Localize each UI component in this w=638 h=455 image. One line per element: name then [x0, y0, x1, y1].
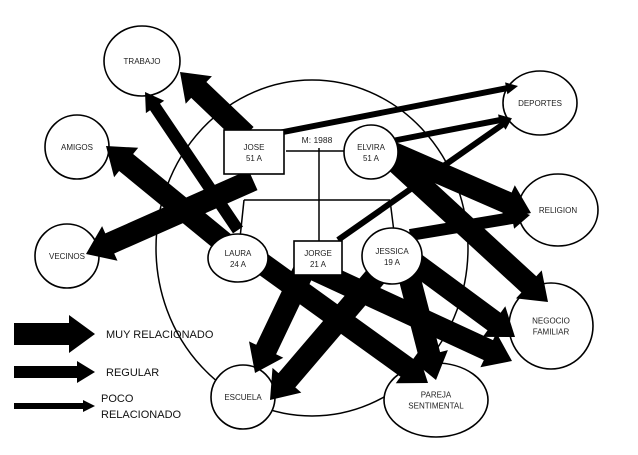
relation-arrow-elvira-negocio-muy — [378, 144, 548, 302]
member-age: 21 A — [310, 260, 327, 269]
system-label: DEPORTES — [518, 99, 562, 108]
family-member-jessica: JESSICA 19 A — [361, 227, 423, 285]
member-age: 19 A — [384, 258, 401, 267]
system-label: ESCUELA — [224, 393, 262, 402]
system-label: FAMILIAR — [533, 328, 570, 337]
member-age: 24 A — [230, 260, 247, 269]
system-circle — [502, 70, 578, 136]
member-name: LAURA — [225, 249, 252, 258]
relation-arrow-jessica-negocio-muy — [409, 255, 515, 337]
legend-item-muy: MUY RELACIONADO — [14, 315, 214, 353]
system-node-vecinos: VECINOS — [34, 223, 100, 289]
relation-arrow-jose-deportes-poco — [272, 82, 518, 137]
legend-arrow-regular — [14, 361, 95, 383]
member-name: JOSE — [244, 143, 265, 152]
system-label: PAREJA — [421, 391, 452, 400]
legend-label: MUY RELACIONADO — [106, 329, 214, 341]
relation-arrow-jose-trabajo-muy — [180, 72, 254, 143]
marriage-label: M: 1988 — [302, 135, 333, 145]
member-age: 51 A — [246, 154, 263, 163]
system-label: NEGOCIO — [532, 317, 570, 326]
system-circle — [103, 25, 181, 97]
system-node-deportes: DEPORTES — [502, 70, 578, 136]
family-boundary — [155, 79, 469, 417]
legend-label: REGULAR — [106, 367, 159, 379]
male-square — [293, 240, 343, 276]
member-age: 51 A — [363, 154, 380, 163]
female-circle — [207, 233, 269, 283]
system-node-amigos: AMIGOS — [44, 114, 110, 180]
member-name: JORGE — [304, 249, 332, 258]
family-member-jose: JOSE 51 A — [223, 129, 285, 175]
legend-item-poco: POCO RELACIONADO — [14, 393, 182, 421]
legend-label: RELACIONADO — [101, 409, 182, 421]
system-label: SENTIMENTAL — [408, 402, 464, 411]
relation-arrow-jessica-pareja-muy — [397, 269, 448, 380]
member-name: JESSICA — [375, 247, 409, 256]
system-node-trabajo: TRABAJO — [103, 25, 181, 97]
system-node-religion: RELIGION — [517, 173, 599, 247]
legend-arrow-muy — [14, 315, 95, 353]
relation-arrow-jose-vecinos-muy — [86, 169, 258, 261]
legend-label: POCO — [101, 393, 134, 405]
system-label: VECINOS — [49, 252, 85, 261]
female-circle — [343, 124, 399, 180]
system-label: TRABAJO — [124, 57, 161, 66]
system-label: RELIGION — [539, 206, 577, 215]
legend: MUY RELACIONADO REGULAR POCO RELACIONADO — [14, 315, 214, 421]
legend-arrow-poco — [14, 400, 95, 412]
relation-arrow-laura-amigos-muy — [106, 146, 235, 255]
relation-arrow-elvira-deportes-poco — [391, 114, 511, 144]
legend-item-regular: REGULAR — [14, 361, 159, 383]
member-name: ELVIRA — [357, 143, 386, 152]
family-member-laura: LAURA 24 A — [207, 233, 269, 283]
male-square — [223, 129, 285, 175]
system-node-escuela: ESCUELA — [210, 364, 276, 430]
family-member-jorge: JORGE 21 A — [293, 240, 343, 276]
system-label: AMIGOS — [61, 143, 93, 152]
female-circle — [361, 227, 423, 285]
relation-arrow-elvira-religion-muy — [386, 141, 531, 220]
family-member-elvira: ELVIRA 51 A — [343, 124, 399, 180]
relation-arrow-laura-pareja-muy — [253, 253, 428, 384]
